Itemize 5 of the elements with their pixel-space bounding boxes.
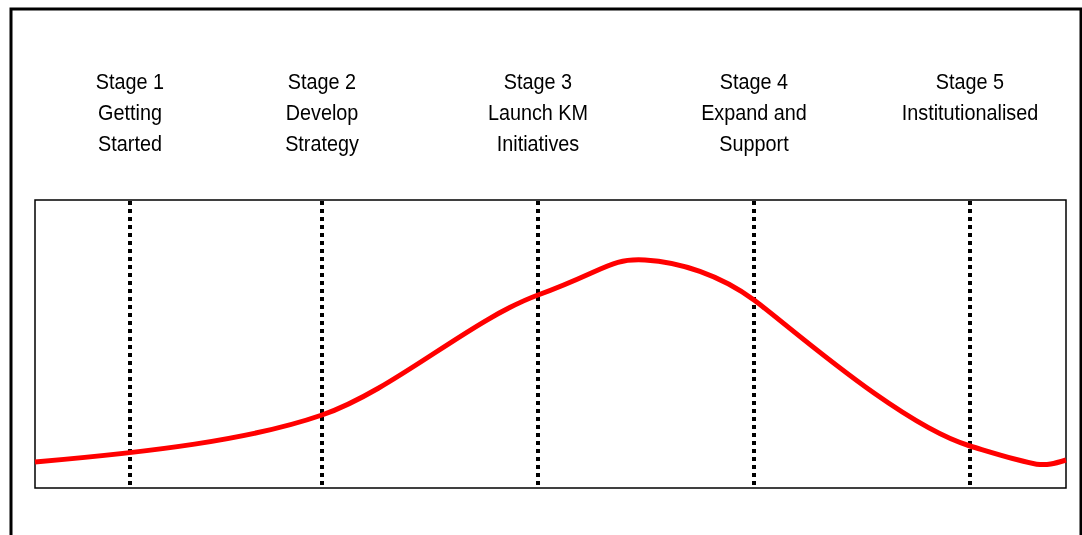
stage-heading: Stage 1 Getting Started [94,68,166,158]
stage-heading: Stage 4 Expand and Support [700,68,808,158]
stage-heading: Stage 3 Launch KM Initiatives [486,68,590,158]
stage-heading: Stage 5 Institutionalised [900,68,1040,127]
stage-heading: Stage 2 Develop Strategy [284,68,360,158]
